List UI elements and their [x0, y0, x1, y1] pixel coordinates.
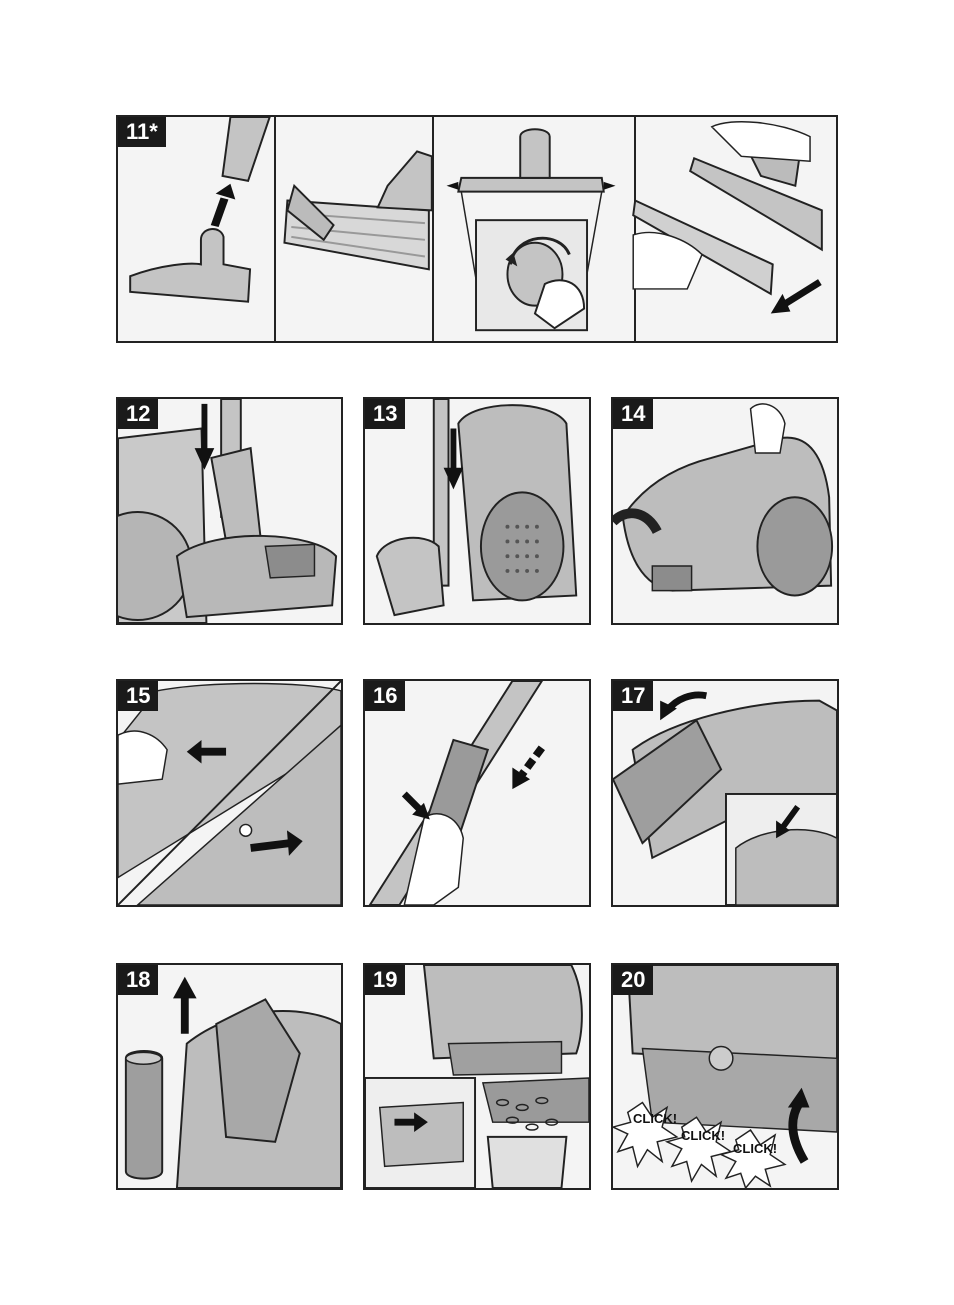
panel-15: 15 [116, 679, 343, 907]
panel-17-illustration [613, 681, 837, 905]
panel-14: 14 [611, 397, 839, 625]
panel-11: 11* [116, 115, 838, 343]
panel-19: 19 [363, 963, 591, 1190]
panel-13: 13 [363, 397, 591, 625]
panel-18: 18 [116, 963, 343, 1190]
panel-11-illustration [118, 117, 836, 341]
panel-12-illustration [118, 399, 341, 623]
click-label-3: CLICK! [733, 1141, 777, 1156]
step-number-11: 11* [118, 117, 166, 147]
panel-12: 12 [116, 397, 343, 625]
panel-15-illustration [118, 681, 341, 905]
panel-19-illustration [365, 965, 589, 1188]
step-number-15: 15 [118, 681, 158, 711]
step-number-14: 14 [613, 399, 653, 429]
step-number-13: 13 [365, 399, 405, 429]
click-label-1: CLICK! [633, 1111, 677, 1126]
step-number-16: 16 [365, 681, 405, 711]
panel-16-illustration [365, 681, 589, 905]
step-number-20: 20 [613, 965, 653, 995]
step-number-17: 17 [613, 681, 653, 711]
panel-13-illustration [365, 399, 589, 623]
panel-16: 16 [363, 679, 591, 907]
panel-18-illustration [118, 965, 341, 1188]
panel-20-illustration [613, 965, 837, 1188]
panel-17: 17 [611, 679, 839, 907]
panel-14-illustration [613, 399, 837, 623]
step-number-18: 18 [118, 965, 158, 995]
step-number-12: 12 [118, 399, 158, 429]
click-label-2: CLICK! [681, 1128, 725, 1143]
step-number-19: 19 [365, 965, 405, 995]
panel-20: 20 CLICK! CLICK! CLICK! [611, 963, 839, 1190]
